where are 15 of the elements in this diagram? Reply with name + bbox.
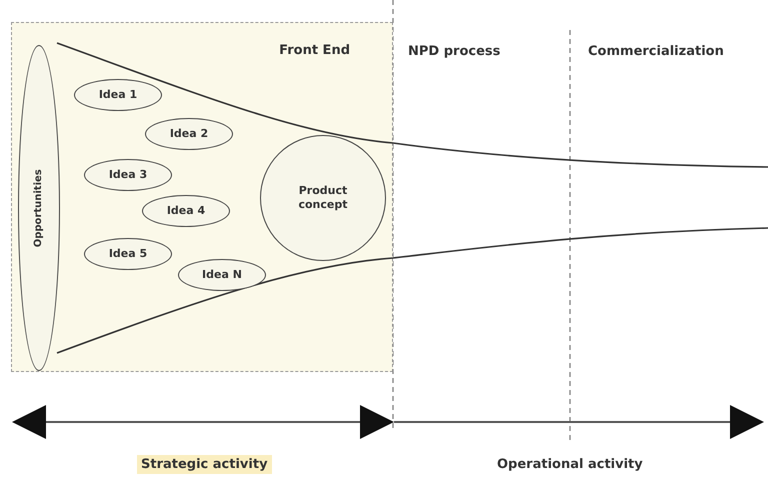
node-label: Idea 3 (108, 168, 148, 182)
opportunities-ellipse (18, 45, 60, 371)
node-label: Idea 2 (170, 127, 208, 141)
stage-heading: NPD process (408, 44, 500, 59)
node-label: Idea 1 (98, 88, 138, 102)
stage-heading: Commercialization (588, 44, 724, 59)
node-label: Idea 5 (108, 247, 148, 261)
activity-label: Strategic activity (137, 455, 272, 474)
node-label: Idea N (202, 268, 242, 282)
activity-label: Operational activity (497, 457, 643, 472)
idea-ellipse (74, 79, 162, 111)
node-label: Product concept (297, 184, 349, 212)
node-label: Opportunities (32, 169, 45, 247)
section-heading: Front End (279, 43, 350, 60)
node-label: Idea 4 (166, 204, 206, 218)
